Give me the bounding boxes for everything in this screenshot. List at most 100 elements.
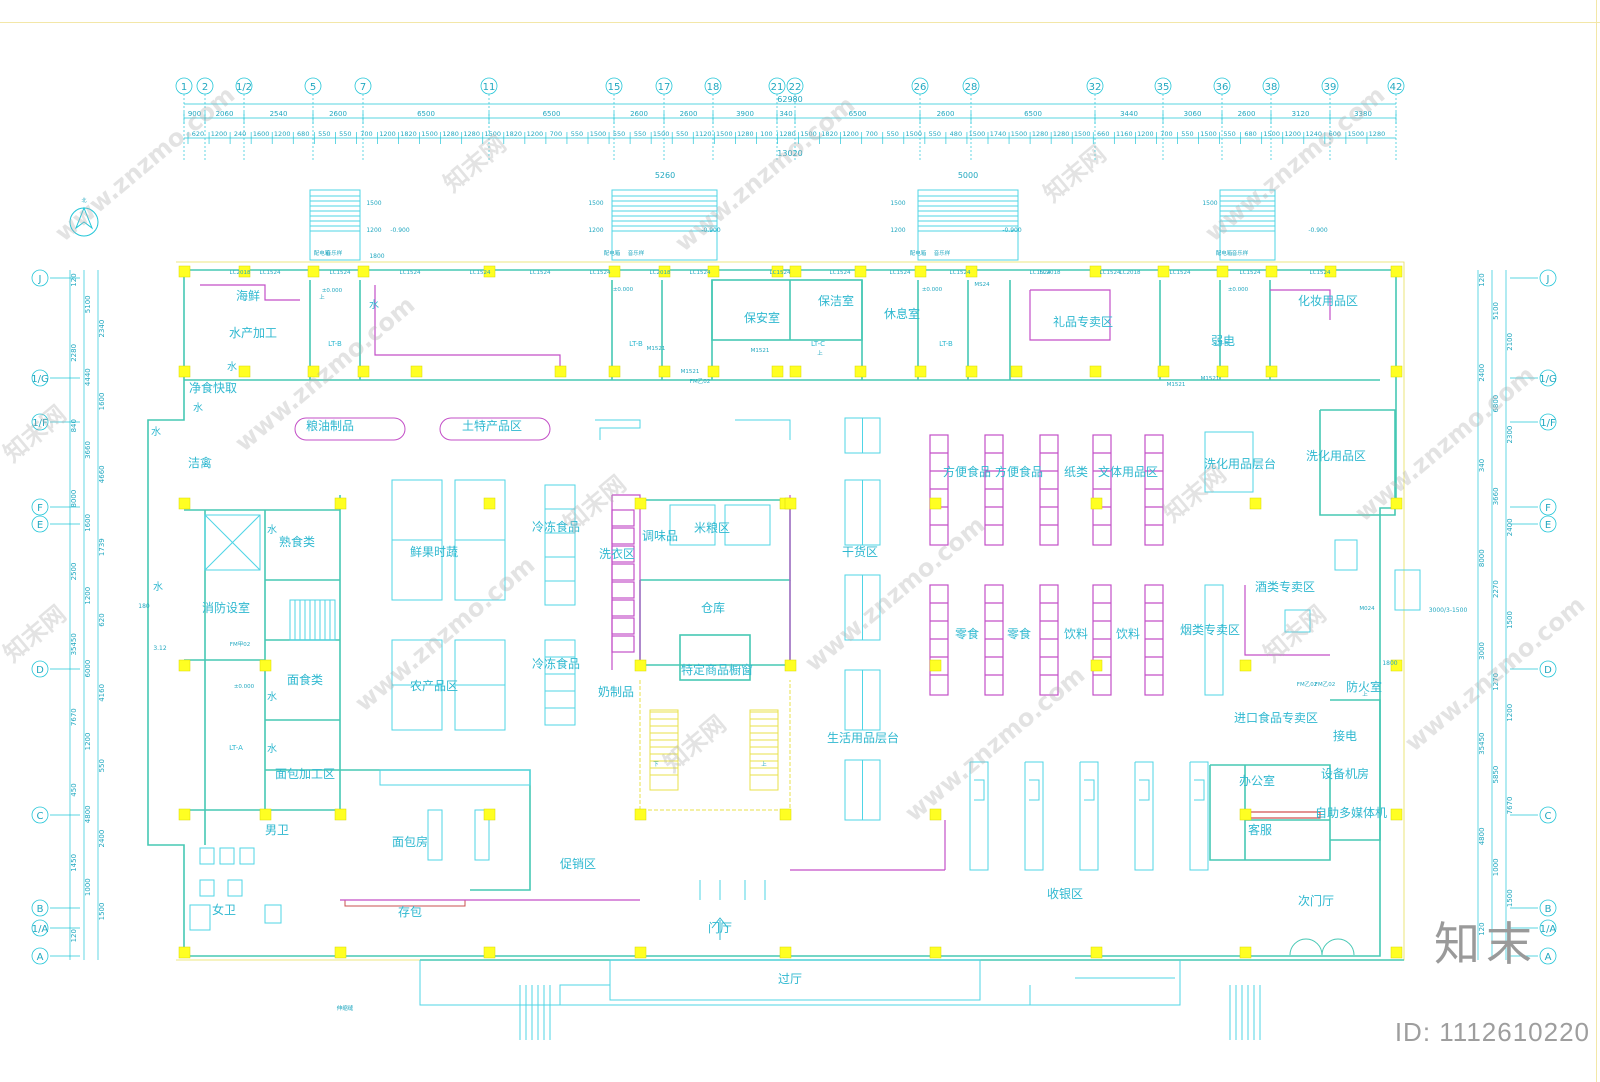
- side-dim-text: 7670: [1506, 797, 1514, 815]
- axis-label-top: 2: [202, 82, 208, 93]
- column: [929, 946, 942, 959]
- small-label: MS24: [974, 282, 990, 288]
- side-dim-text: 5100: [1492, 302, 1500, 320]
- axis-bubble: [31, 369, 49, 387]
- column: [1216, 365, 1229, 378]
- room-label: 米粮区: [694, 520, 730, 535]
- side-dim-text: 1739: [98, 538, 106, 556]
- small-label: M1521: [647, 346, 666, 352]
- dim-text-row2: 550: [676, 130, 688, 138]
- axis-label-side: E: [1545, 520, 1551, 531]
- room-label: 熟食类: [279, 534, 315, 549]
- column: [238, 365, 251, 378]
- gondola: [984, 434, 1004, 546]
- axis-bubble: [1539, 369, 1557, 387]
- side-dim-text: 1600: [98, 393, 106, 411]
- island-display: [294, 417, 406, 441]
- column: [914, 265, 927, 278]
- axis-label-side: J: [38, 274, 42, 285]
- small-label: LC1524: [260, 270, 281, 276]
- water-label: 水: [193, 402, 203, 414]
- small-label: LC1524: [830, 270, 851, 276]
- dim-text-row1: 6500: [1024, 110, 1042, 118]
- room-label: 洗化用品层台: [1204, 456, 1276, 471]
- column: [914, 365, 927, 378]
- small-label: FM乙02: [690, 378, 710, 385]
- dim-text-row2: 1500: [590, 130, 607, 138]
- column: [1090, 497, 1103, 510]
- axis-label-top: 17: [658, 82, 671, 93]
- room-label: 饮料: [1064, 627, 1088, 641]
- axis-label-side: D: [36, 665, 44, 676]
- toilet-stall: [199, 847, 215, 865]
- side-dim-text: 2400: [98, 830, 106, 848]
- double-door: [1289, 938, 1355, 956]
- gondola: [1092, 584, 1112, 696]
- dim-text-row2: 240: [234, 130, 246, 138]
- water-label: 水: [151, 426, 161, 438]
- sink: [264, 904, 282, 924]
- side-dim-text: 6800: [1492, 395, 1500, 413]
- column: [929, 808, 942, 821]
- dim-text-row2: 1500: [1263, 130, 1280, 138]
- small-label: LC1524: [1310, 270, 1331, 276]
- column: [1157, 265, 1170, 278]
- stair-label: LT-B: [328, 340, 342, 348]
- watermark-text: www.znzmo.com: [1199, 81, 1390, 247]
- side-dim-text: 4160: [98, 684, 106, 702]
- water-label: 水: [267, 743, 277, 755]
- room-label: 洗衣区: [599, 546, 635, 561]
- room-label: 特定商品橱窗: [681, 662, 753, 677]
- column: [1265, 265, 1278, 278]
- elevator-x: [204, 514, 261, 571]
- dim-text-row1: 6500: [543, 110, 561, 118]
- axis-label-top: 42: [1390, 82, 1403, 93]
- dim-text-row2: 1280: [463, 130, 480, 138]
- dim-text-row2: 700: [1160, 130, 1172, 138]
- axis-label-side: J: [1546, 274, 1550, 285]
- yellow-layer: [639, 680, 791, 811]
- axis-bubble: [31, 947, 49, 965]
- laundry-shelf: [611, 581, 635, 599]
- display-table: [595, 419, 641, 440]
- column: [634, 946, 647, 959]
- axis-label-top: 7: [360, 82, 366, 93]
- side-dim-text: 35450: [70, 633, 78, 655]
- checkout-register: [1084, 779, 1095, 801]
- small-label: LC2018: [650, 270, 671, 276]
- column: [483, 265, 496, 278]
- side-dim-text: 2100: [1506, 333, 1514, 351]
- water-label: 水: [153, 581, 163, 593]
- dim-text-row2: 550: [929, 130, 941, 138]
- column: [1239, 659, 1252, 672]
- side-dim-text: 7670: [70, 708, 78, 726]
- dim-text-row1: 2540: [270, 110, 288, 118]
- column: [178, 946, 191, 959]
- column: [658, 365, 671, 378]
- small-dim: 180: [138, 603, 150, 610]
- dim-text-row2: 550: [634, 130, 646, 138]
- column: [334, 497, 347, 510]
- column: [965, 265, 978, 278]
- dim-text-row2: 1280: [779, 130, 796, 138]
- shelf: [474, 809, 490, 861]
- column: [784, 497, 797, 510]
- room-label: 女卫: [212, 902, 236, 917]
- dim-text-row2: 1280: [1369, 130, 1386, 138]
- toilet-stall: [227, 879, 243, 897]
- side-dim-text: 5100: [84, 295, 92, 313]
- small-label: LC1524: [590, 270, 611, 276]
- display: [1334, 539, 1358, 571]
- dim-text-row2: 680: [1244, 130, 1256, 138]
- side-dim-text: 6000: [84, 660, 92, 678]
- dim-text-row1: 900: [188, 110, 201, 118]
- column: [608, 365, 621, 378]
- column: [259, 659, 272, 672]
- equipment-room: [1330, 699, 1381, 841]
- axis-bubble: [31, 806, 49, 824]
- sheet-border-top: [0, 22, 1600, 23]
- small-label: ±0.000: [234, 684, 255, 690]
- column: [178, 659, 191, 672]
- column: [357, 265, 370, 278]
- cosmetic-wall: [1319, 409, 1396, 516]
